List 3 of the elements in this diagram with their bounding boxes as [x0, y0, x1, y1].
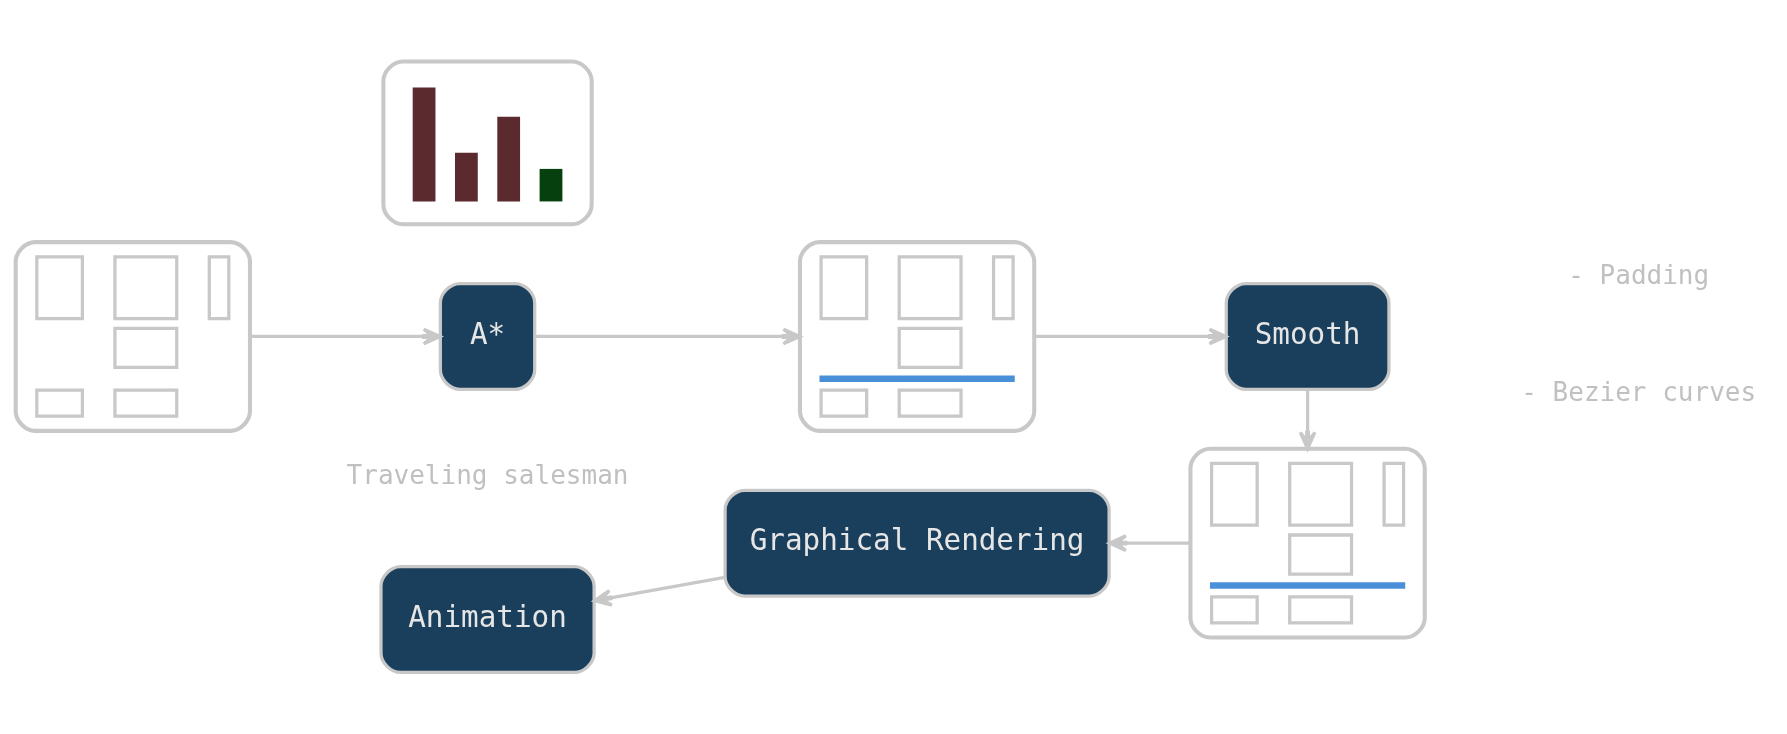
- node-label: - Padding: [1568, 260, 1710, 291]
- node-label: Traveling salesman: [346, 460, 629, 491]
- node-label: - Bezier curves: [1521, 377, 1757, 408]
